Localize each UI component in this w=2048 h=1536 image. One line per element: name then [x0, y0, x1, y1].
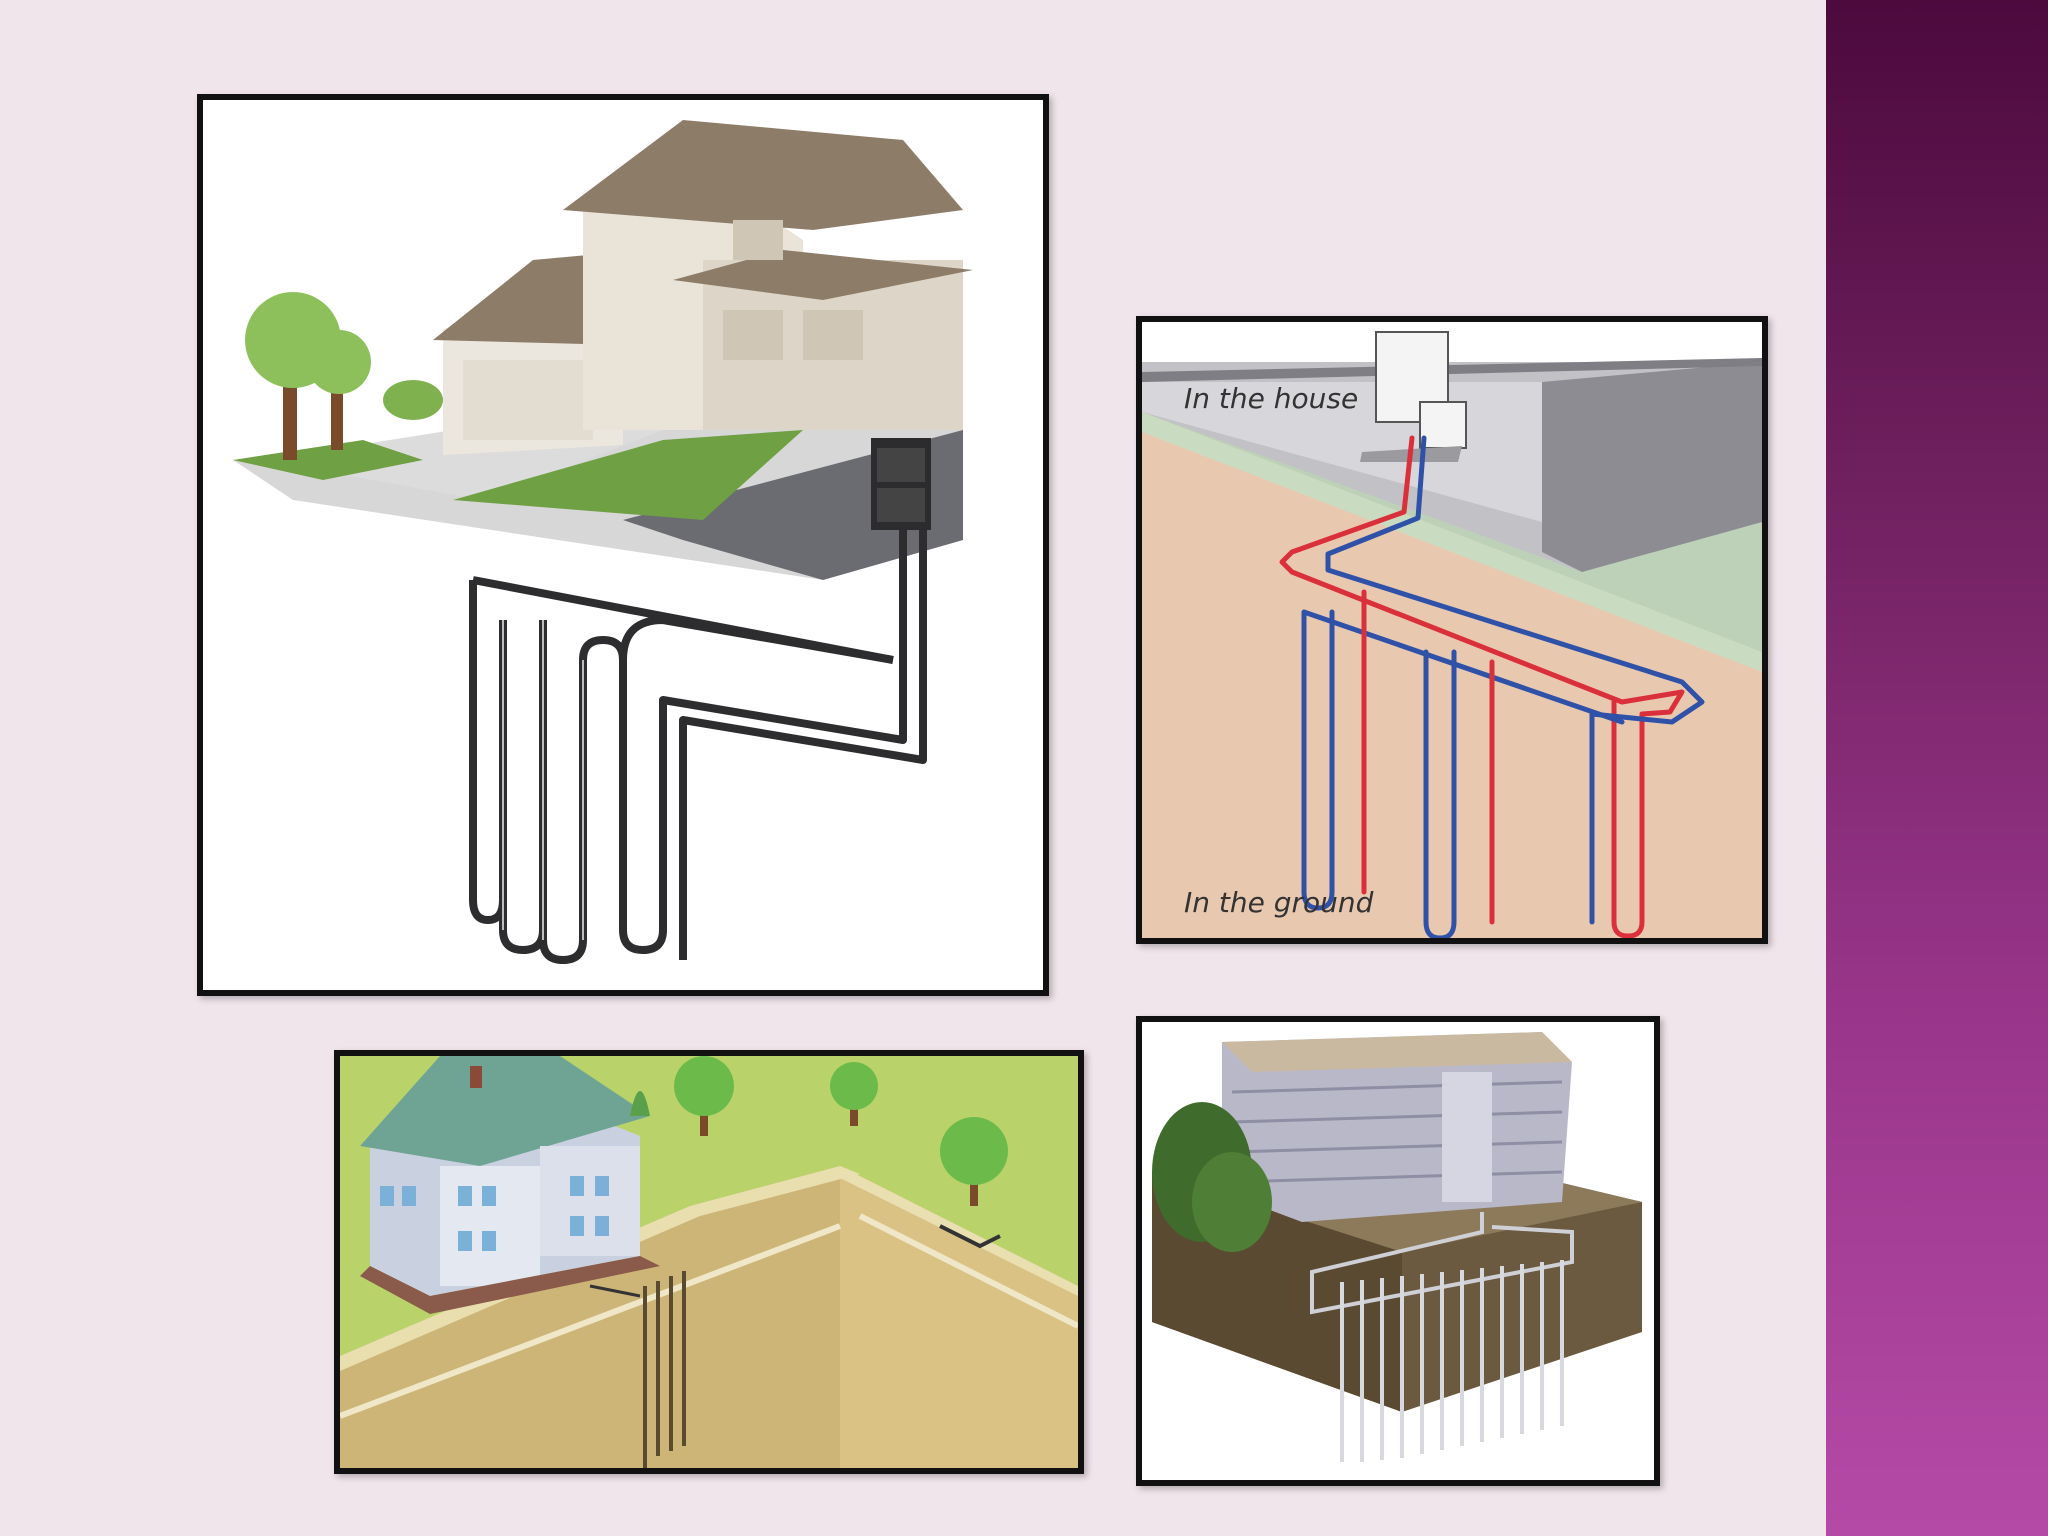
office-building-panel — [1136, 1016, 1660, 1486]
label-in-the-ground: In the ground — [1184, 886, 1374, 919]
decorative-side-bar — [1826, 0, 2048, 1536]
pipe-layout-panel: In the house In the ground — [1136, 316, 1768, 944]
pipe-layout-diagram: In the house In the ground — [1142, 322, 1762, 938]
hot-pipe — [1279, 435, 1685, 938]
house-ground-loop-illustration — [203, 100, 1043, 990]
label-in-the-house: In the house — [1184, 382, 1358, 415]
sloped-site-illustration — [340, 1056, 1078, 1468]
sloped-site-panel — [334, 1050, 1084, 1474]
cold-pipe — [1325, 435, 1705, 925]
house-ground-loop-panel — [197, 94, 1049, 996]
office-building-illustration — [1142, 1022, 1654, 1480]
